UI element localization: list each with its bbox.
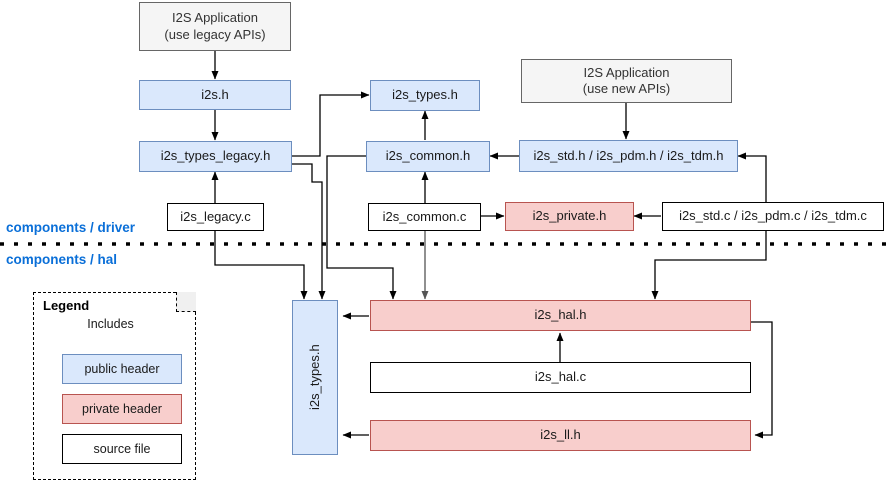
node-app-new[interactable]: I2S Application (use new APIs) [521, 59, 732, 103]
edge-types-legacy-to-types-h [292, 91, 370, 157]
edge-std-c-to-hal-h [651, 231, 767, 300]
node-i2s-types-h-hal[interactable]: i2s_types.h [292, 300, 338, 455]
legend-swatch-public-header: public header [62, 354, 182, 384]
node-i2s-common-c[interactable]: i2s_common.c [368, 203, 481, 231]
legend-title: Legend [43, 298, 90, 313]
node-i2s-hal-h[interactable]: i2s_hal.h [370, 300, 751, 331]
legend-swatch-private-header: private header [62, 394, 182, 424]
legend-includes-label: Includes [87, 317, 134, 331]
node-i2s-std-h[interactable]: i2s_std.h / i2s_pdm.h / i2s_tdm.h [519, 140, 738, 172]
edge-hal-h-to-ll-h [751, 321, 773, 439]
node-i2s-legacy-c[interactable]: i2s_legacy.c [167, 203, 264, 231]
node-i2s-common-h[interactable]: i2s_common.h [366, 141, 490, 172]
node-i2s-hal-c[interactable]: i2s_hal.c [370, 362, 751, 393]
legend: Legend Includes public header private he… [33, 292, 196, 480]
node-i2s-ll-h[interactable]: i2s_ll.h [370, 420, 751, 451]
divider-label-driver: components / driver [6, 220, 136, 235]
divider-label-hal: components / hal [6, 252, 118, 267]
node-i2s-types-h-hal-label: i2s_types.h [306, 344, 322, 411]
legend-fold-corner [176, 292, 196, 312]
node-i2s-types-h[interactable]: i2s_types.h [370, 80, 480, 111]
node-app-legacy[interactable]: I2S Application (use legacy APIs) [139, 2, 291, 51]
node-i2s-std-c[interactable]: i2s_std.c / i2s_pdm.c / i2s_tdm.c [662, 202, 884, 231]
legend-swatch-source-file: source file [62, 434, 182, 464]
edge-legacy-c-to-types-h-hal [214, 231, 308, 300]
edge-std-c-to-std-h [737, 152, 767, 202]
node-i2s-types-legacy-h[interactable]: i2s_types_legacy.h [139, 141, 292, 172]
edge-types-legacy-to-types-h-hal [292, 163, 326, 300]
node-i2s-private-h[interactable]: i2s_private.h [505, 202, 634, 231]
node-i2s-h[interactable]: i2s.h [139, 80, 291, 110]
